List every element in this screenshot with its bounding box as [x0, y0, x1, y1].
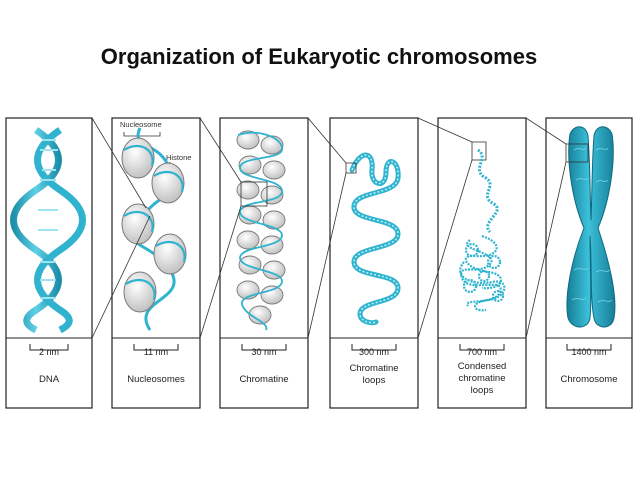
- histone-5-icon: [123, 271, 157, 313]
- histone-4-icon: [153, 233, 187, 275]
- zoom-connectors: [91, 117, 567, 339]
- connector-2a: [199, 117, 242, 183]
- scale-label-nucleosomes: 11 nm: [144, 347, 168, 357]
- panel-label-chromatine-loops-line2: loops: [363, 375, 386, 386]
- nucleosome-bracket: [123, 132, 161, 137]
- condensed-fiber-tail: [476, 148, 499, 234]
- scale-label-dna: 2 nm: [39, 347, 59, 357]
- histone-2-icon: [151, 162, 185, 204]
- panel-label-condensed-loops-line1: Condensed: [458, 361, 507, 372]
- chromosome-icon: [566, 126, 616, 328]
- page-title: Organization of Eukaryotic chromosomes: [100, 44, 538, 69]
- connector-2b: [199, 205, 242, 339]
- panel-label-dna: DNA: [39, 374, 60, 385]
- connector-1a: [91, 117, 147, 209]
- panel-condensed-loops-frame: [437, 117, 527, 409]
- connector-5b: [525, 161, 567, 339]
- scale-bar-dna: 2 nm: [29, 344, 69, 357]
- panel-label-condensed-loops-line3: loops: [471, 385, 494, 396]
- chromosome-zoom-box: [565, 143, 589, 163]
- panel-dna: 2 nm DNA: [5, 117, 93, 409]
- panel-chromosome: 1400 nm Chromosome: [545, 117, 633, 409]
- scale-label-chromosome: 1400 nm: [571, 347, 606, 357]
- panel-nucleosomes: Nucleosome Histone 11 nm Nucleosomes: [111, 117, 201, 409]
- panel-label-chromatine: Chromatine: [239, 374, 288, 385]
- chromatin-fiber: [236, 130, 286, 325]
- condensed-zoom-box: [471, 141, 487, 161]
- dna-double-helix: [10, 127, 86, 334]
- panel-chromatine-frame: [219, 117, 309, 409]
- scale-bar-nucleosomes: 11 nm: [133, 344, 179, 357]
- connector-3b: [307, 172, 347, 339]
- panel-label-chromatine-loops-line1: Chromatine: [349, 363, 398, 374]
- connector-4a: [417, 117, 473, 143]
- scale-bar-condensed-loops: 700 nm: [459, 344, 505, 357]
- panel-label-chromosome: Chromosome: [560, 374, 617, 385]
- connector-1b: [91, 215, 151, 339]
- scale-label-chromatine-loops: 300 nm: [359, 347, 389, 357]
- panel-chromatine: 30 nm Chromatine: [219, 117, 309, 409]
- panel-label-condensed-loops-line2: chromatine: [459, 373, 506, 384]
- histone-1-icon: [121, 137, 155, 179]
- histone-annotation: Histone: [166, 153, 191, 162]
- connector-5a: [525, 117, 567, 145]
- panel-chromatine-loops: 300 nm Chromatine loops: [329, 117, 419, 409]
- condensed-loop-cluster: [459, 234, 506, 312]
- scale-label-chromatine: 30 nm: [251, 347, 276, 357]
- connector-4b: [417, 159, 473, 339]
- scale-bar-chromatine: 30 nm: [241, 344, 287, 357]
- histone-3-icon: [121, 203, 155, 245]
- chromatine-zoom-box: [240, 181, 268, 207]
- scale-bar-chromatine-loops: 300 nm: [351, 344, 397, 357]
- panel-label-nucleosomes: Nucleosomes: [127, 374, 185, 385]
- connector-3a: [307, 117, 347, 164]
- panel-condensed-loops: 700 nm Condensed chromatine loops: [437, 117, 527, 409]
- scale-bar-chromosome: 1400 nm: [566, 344, 612, 357]
- loops-zoom-box: [345, 162, 357, 174]
- nucleosome-annotation: Nucleosome: [120, 120, 162, 129]
- scale-label-condensed-loops: 700 nm: [467, 347, 497, 357]
